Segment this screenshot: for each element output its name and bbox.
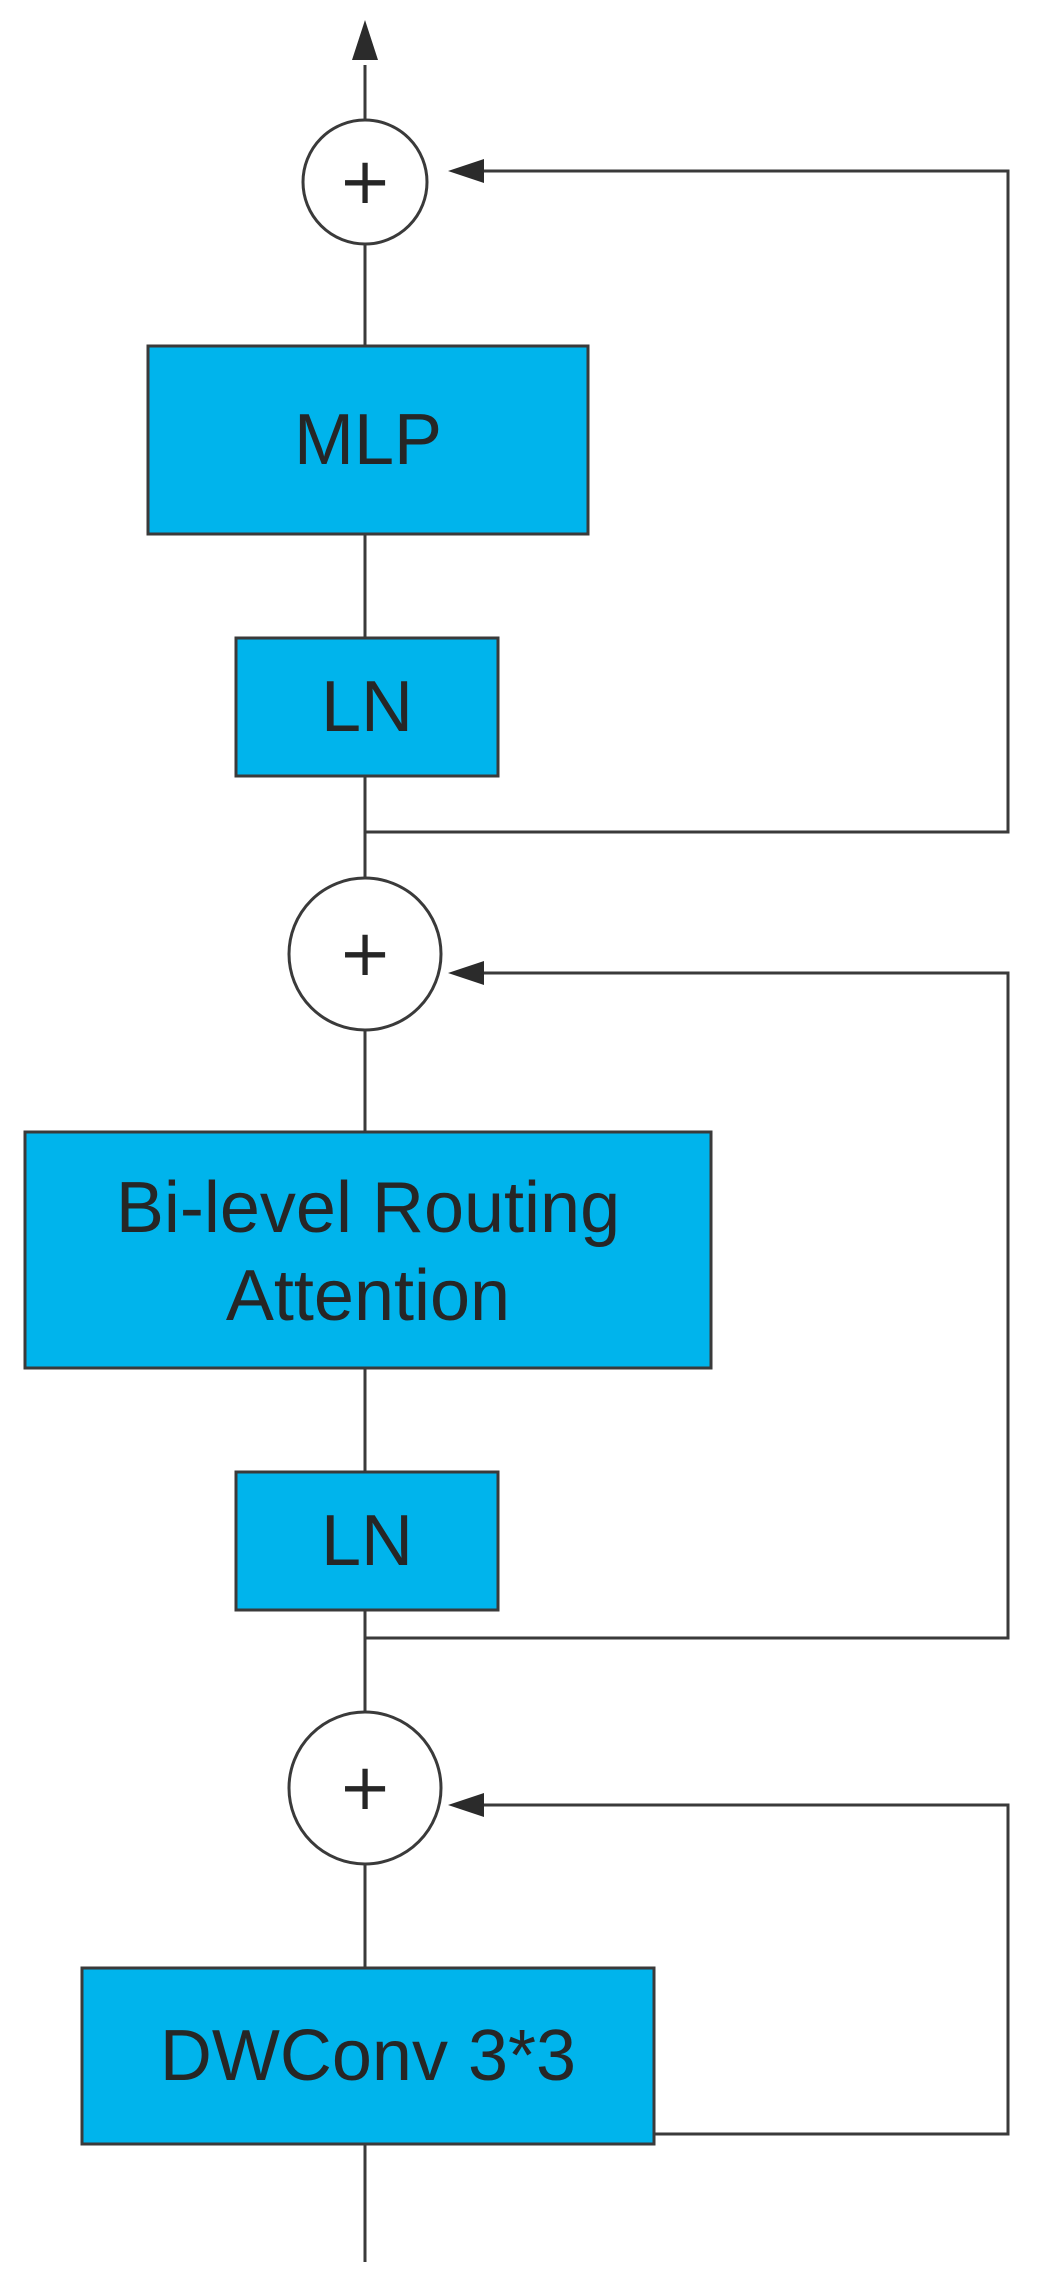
mlp-block-label: MLP bbox=[294, 400, 442, 480]
plus-icon: + bbox=[338, 917, 392, 991]
mlp-block-rect bbox=[146, 344, 590, 536]
skip-connection-2 bbox=[365, 961, 1010, 1640]
adder-top: + bbox=[301, 118, 429, 246]
skip-wire-2 bbox=[365, 971, 1010, 1640]
attention-block-label-line1: Bi-level Routing bbox=[116, 1168, 620, 1248]
skip-arrow-2-icon bbox=[448, 961, 484, 985]
ln-block-bottom-label: LN bbox=[321, 1501, 413, 1581]
ln-block-top-rect bbox=[234, 636, 500, 778]
adder-bottom: + bbox=[287, 1710, 443, 1866]
mlp-block: MLP bbox=[146, 344, 590, 536]
skip-arrow-3-icon bbox=[448, 1793, 484, 1817]
skip-connection-3 bbox=[365, 1793, 1010, 2136]
ln-block-top: LN bbox=[234, 636, 500, 778]
adder-circle bbox=[287, 876, 443, 1032]
adder-circle bbox=[301, 118, 429, 246]
skip-arrow-1-icon bbox=[448, 159, 484, 183]
plus-icon: + bbox=[338, 1751, 392, 1825]
skip-wire-3 bbox=[365, 1803, 1010, 2136]
skip-wire-1 bbox=[365, 169, 1010, 834]
plus-icon: + bbox=[338, 145, 392, 219]
attention-block-rect bbox=[23, 1130, 713, 1370]
attention-block-label-line2: Attention bbox=[226, 1256, 510, 1336]
output-arrow-icon bbox=[352, 20, 378, 60]
adder-circle bbox=[287, 1710, 443, 1866]
dwconv-block: DWConv 3*3 bbox=[80, 1966, 656, 2146]
ln-block-top-label: LN bbox=[321, 667, 413, 747]
attention-block: Bi-level Routing Attention bbox=[23, 1130, 713, 1370]
dwconv-block-rect bbox=[80, 1966, 656, 2146]
adder-middle: + bbox=[287, 876, 443, 1032]
skip-connection-1 bbox=[365, 159, 1010, 834]
ln-block-bottom: LN bbox=[234, 1470, 500, 1612]
dwconv-block-label: DWConv 3*3 bbox=[160, 2016, 576, 2096]
ln-block-bottom-rect bbox=[234, 1470, 500, 1612]
